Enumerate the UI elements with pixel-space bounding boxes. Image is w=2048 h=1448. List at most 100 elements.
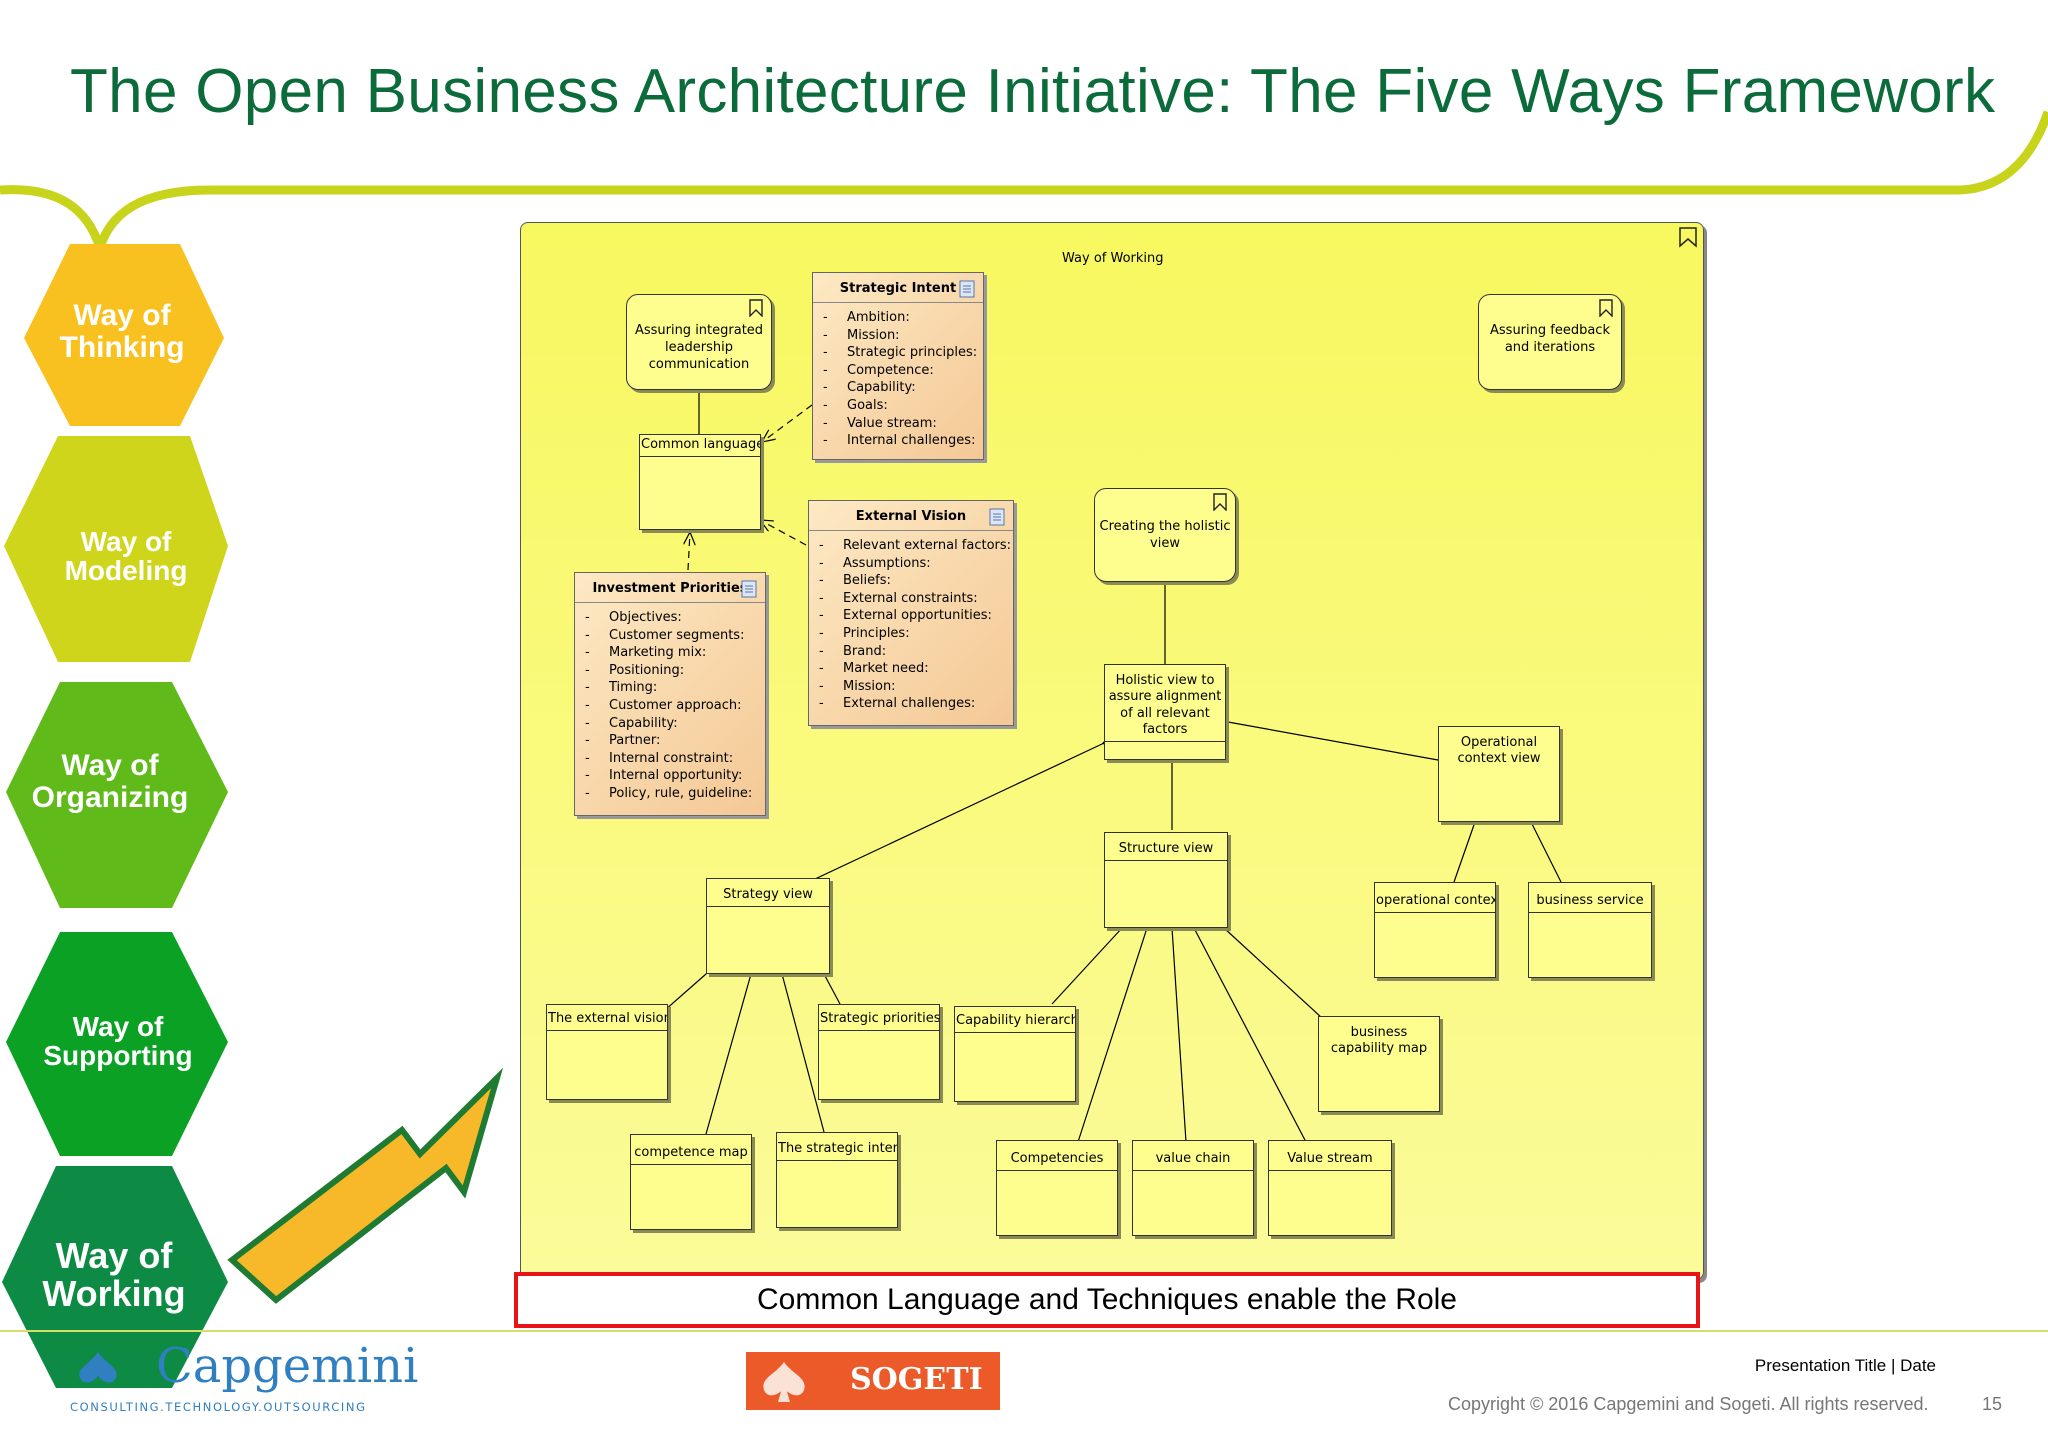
note-item-text: Assumptions: — [843, 555, 931, 571]
note-item-text: Goals: — [847, 397, 888, 413]
bullet-dash: - — [819, 696, 824, 712]
note-title: Investment Priorities — [592, 581, 748, 596]
bullet-dash: - — [585, 733, 590, 749]
box-value-chain[interactable]: value chain — [1132, 1140, 1254, 1236]
note-item: -External opportunities: — [819, 607, 1013, 625]
capgemini-logo: Capgemini CONSULTING.TECHNOLOGY.OUTSOURC… — [70, 1338, 418, 1420]
hexagon-way-of-working — [2, 1166, 228, 1388]
bullet-dash: - — [819, 643, 824, 659]
capgemini-wordmark: Capgemini — [156, 1338, 419, 1394]
bullet-dash: - — [819, 625, 824, 641]
box-common-language[interactable]: Common language — [639, 434, 761, 530]
sogeti-spade-icon — [763, 1362, 805, 1402]
bullet-dash: - — [823, 362, 828, 378]
note-item: -Internal challenges: — [823, 432, 983, 450]
note-title: External Vision — [855, 509, 967, 524]
bullet-dash: - — [585, 785, 590, 801]
note-item-text: Objectives: — [609, 610, 682, 625]
note-item-text: External opportunities: — [843, 608, 992, 624]
note-item-text: Relevant external factors: — [843, 538, 1012, 553]
box-operational-context-view[interactable]: Operational context view — [1438, 726, 1560, 822]
note-item: -Customer segments: — [585, 627, 765, 645]
note-item-text: Competence: — [847, 362, 934, 378]
note-external-vision[interactable]: External Vision - Relevant external facto… — [808, 500, 1014, 726]
note-item-text: Brand: — [843, 643, 887, 659]
note-item: - Policy, rule, guideline: — [585, 785, 765, 803]
document-icon — [959, 280, 975, 298]
note-item-text: External challenges: — [843, 696, 976, 712]
sogeti-logo: SOGETI — [746, 1352, 1000, 1410]
bookmark-icon — [749, 299, 763, 317]
note-item: -Marketing mix: — [585, 644, 765, 662]
note-items: - Relevant external factors: - Assumptions:… — [809, 537, 1013, 713]
box-label: operational context — [1375, 883, 1495, 914]
box-external-vision[interactable]: The external vision — [546, 1004, 668, 1100]
box-holistic-view[interactable]: Holistic view to assure alignment of all… — [1104, 664, 1226, 760]
box-business-service[interactable]: business service — [1528, 882, 1652, 978]
document-icon — [989, 508, 1005, 526]
bullet-dash: - — [823, 415, 828, 431]
bullet-dash: - — [819, 573, 824, 589]
box-value-stream[interactable]: Value stream — [1268, 1140, 1392, 1236]
goal-integrated-communication[interactable]: Assuring integrated leadership communica… — [626, 294, 772, 390]
note-item-text: Policy, rule, guideline: — [609, 785, 753, 801]
note-item-text: Marketing mix: — [609, 645, 707, 661]
goal-feedback-iterations[interactable]: Assuring feedback and iterations — [1478, 294, 1622, 390]
note-item-text: External constraints: — [843, 590, 978, 606]
box-label: value chain — [1133, 1141, 1253, 1172]
box-label: Competencies — [997, 1141, 1117, 1172]
footer-divider — [0, 1330, 2048, 1332]
note-item: -Internal opportunity: — [585, 767, 765, 785]
box-competencies[interactable]: Competencies — [996, 1140, 1118, 1236]
box-label: Common language — [640, 435, 760, 458]
bookmark-icon — [1599, 299, 1613, 317]
hexagon-way-of-modeling — [4, 436, 228, 662]
box-competence-map[interactable]: competence map — [630, 1134, 752, 1230]
note-item: -Mission: — [823, 327, 983, 345]
box-label: business service — [1529, 883, 1651, 914]
bullet-dash: - — [585, 627, 590, 643]
box-label: Value stream — [1269, 1141, 1391, 1172]
box-label: Capability hierarchy — [955, 1007, 1075, 1034]
goal-holistic-view[interactable]: Creating the holistic view — [1094, 488, 1236, 582]
note-item-text: Positioning: — [609, 662, 685, 678]
capgemini-tagline: CONSULTING.TECHNOLOGY.OUTSOURCING — [70, 1400, 367, 1414]
box-strategy-view[interactable]: Strategy view — [706, 878, 830, 974]
note-item: - Capability: — [585, 715, 765, 733]
bullet-dash: - — [585, 768, 590, 784]
box-label: The strategic intent — [777, 1133, 897, 1162]
note-item: - External challenges: — [819, 695, 1013, 713]
footer-copyright: Copyright © 2016 Capgemini and Sogeti. A… — [1448, 1394, 1929, 1414]
note-investment-priorities[interactable]: Investment Priorities -Objectives:-Custo… — [574, 572, 766, 816]
box-strategic-priorities[interactable]: Strategic priorities — [818, 1004, 940, 1100]
note-items: -Ambition:-Mission:-Strategic principles… — [813, 309, 983, 450]
box-label: competence map — [631, 1135, 751, 1166]
box-capability-hierarchy[interactable]: Capability hierarchy — [954, 1006, 1076, 1102]
box-operational-context[interactable]: operational context — [1374, 882, 1496, 978]
note-item-text: Internal constraint: — [609, 750, 734, 766]
box-label: Strategic priorities — [819, 1005, 939, 1032]
bullet-dash: - — [823, 327, 828, 343]
page-number: 15 — [1982, 1394, 2003, 1414]
note-item-text: Capability: — [609, 715, 678, 731]
note-item: -Ambition: — [823, 309, 983, 327]
box-label: The external vision — [547, 1005, 667, 1032]
bullet-dash: - — [585, 680, 590, 696]
note-strategic-intent[interactable]: Strategic Intent -Ambition:-Mission:-Str… — [812, 272, 984, 460]
note-item: -Market need: — [819, 660, 1013, 678]
bullet-dash: - — [823, 433, 828, 449]
box-strategic-intent[interactable]: The strategic intent — [776, 1132, 898, 1228]
note-item: -Objectives: — [585, 609, 765, 627]
box-structure-view[interactable]: Structure view — [1104, 832, 1228, 928]
bullet-dash: - — [585, 715, 590, 731]
ways-hexagon-column — [2, 244, 228, 1388]
capgemini-spade-icon — [79, 1352, 117, 1383]
box-business-capability-map[interactable]: business capability map — [1318, 1016, 1440, 1112]
document-icon — [741, 580, 757, 598]
goal-label: Assuring integrated leadership communica… — [634, 323, 764, 372]
box-label: Strategy view — [707, 879, 829, 908]
